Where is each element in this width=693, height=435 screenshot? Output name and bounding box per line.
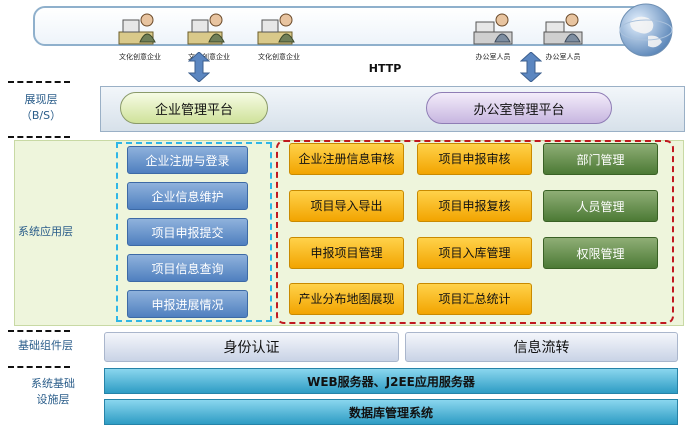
globe-icon (618, 2, 674, 58)
database-bar: 数据库管理系统 (104, 399, 678, 425)
presentation-layer-label: 展现层 （B/S） (20, 93, 62, 122)
enterprise-function: 项目信息查询 (127, 254, 248, 282)
component-item: 身份认证 (104, 332, 399, 362)
layer-divider (8, 136, 70, 138)
bidirectional-arrow-icon (519, 51, 543, 83)
component-item: 信息流转 (405, 332, 678, 362)
bidirectional-arrow-icon (187, 51, 211, 83)
enterprise-user-icon (115, 10, 165, 52)
enterprise-function: 企业信息维护 (127, 182, 248, 210)
application-layer-label: 系统应用层 (18, 225, 73, 238)
office-function: 企业注册信息审核 (289, 143, 404, 175)
office-function-group (276, 140, 674, 324)
enterprise-function: 企业注册与登录 (127, 146, 248, 174)
office-staff-icon (540, 10, 590, 52)
component-layer-label: 基础组件层 (18, 339, 73, 352)
office-staff-icon (470, 10, 520, 52)
admin-function: 人员管理 (543, 190, 658, 222)
enterprise-user-label: 文化创意企业 (258, 53, 300, 61)
enterprise-user-icon (184, 10, 234, 52)
enterprise-function: 项目申报提交 (127, 218, 248, 246)
admin-function: 权限管理 (543, 237, 658, 269)
enterprise-platform: 企业管理平台 (120, 92, 268, 124)
enterprise-function-group (116, 142, 272, 322)
office-function: 产业分布地图展现 (289, 283, 404, 315)
infrastructure-layer-label: 系统基础 设施层 (31, 377, 75, 406)
enterprise-user-label: 文化创意企业 (119, 53, 161, 61)
office-function: 项目导入导出 (289, 190, 404, 222)
enterprise-user-icon (254, 10, 304, 52)
enterprise-user-label: 文化创意企业 (188, 53, 230, 61)
server-bar: WEB服务器、J2EE应用服务器 (104, 368, 678, 394)
office-function: 申报项目管理 (289, 237, 404, 269)
office-function: 项目汇总统计 (417, 283, 532, 315)
office-staff-label: 办公室人员 (545, 53, 581, 61)
layer-divider (8, 330, 70, 332)
office-staff-label: 办公室人员 (475, 53, 511, 61)
protocol-label: HTTP (368, 62, 402, 75)
office-platform: 办公室管理平台 (426, 92, 612, 124)
office-function: 项目入库管理 (417, 237, 532, 269)
office-function: 项目申报审核 (417, 143, 532, 175)
layer-divider (8, 81, 70, 83)
admin-function: 部门管理 (543, 143, 658, 175)
office-function: 项目申报复核 (417, 190, 532, 222)
layer-divider (8, 366, 70, 368)
enterprise-function: 申报进展情况 (127, 290, 248, 318)
